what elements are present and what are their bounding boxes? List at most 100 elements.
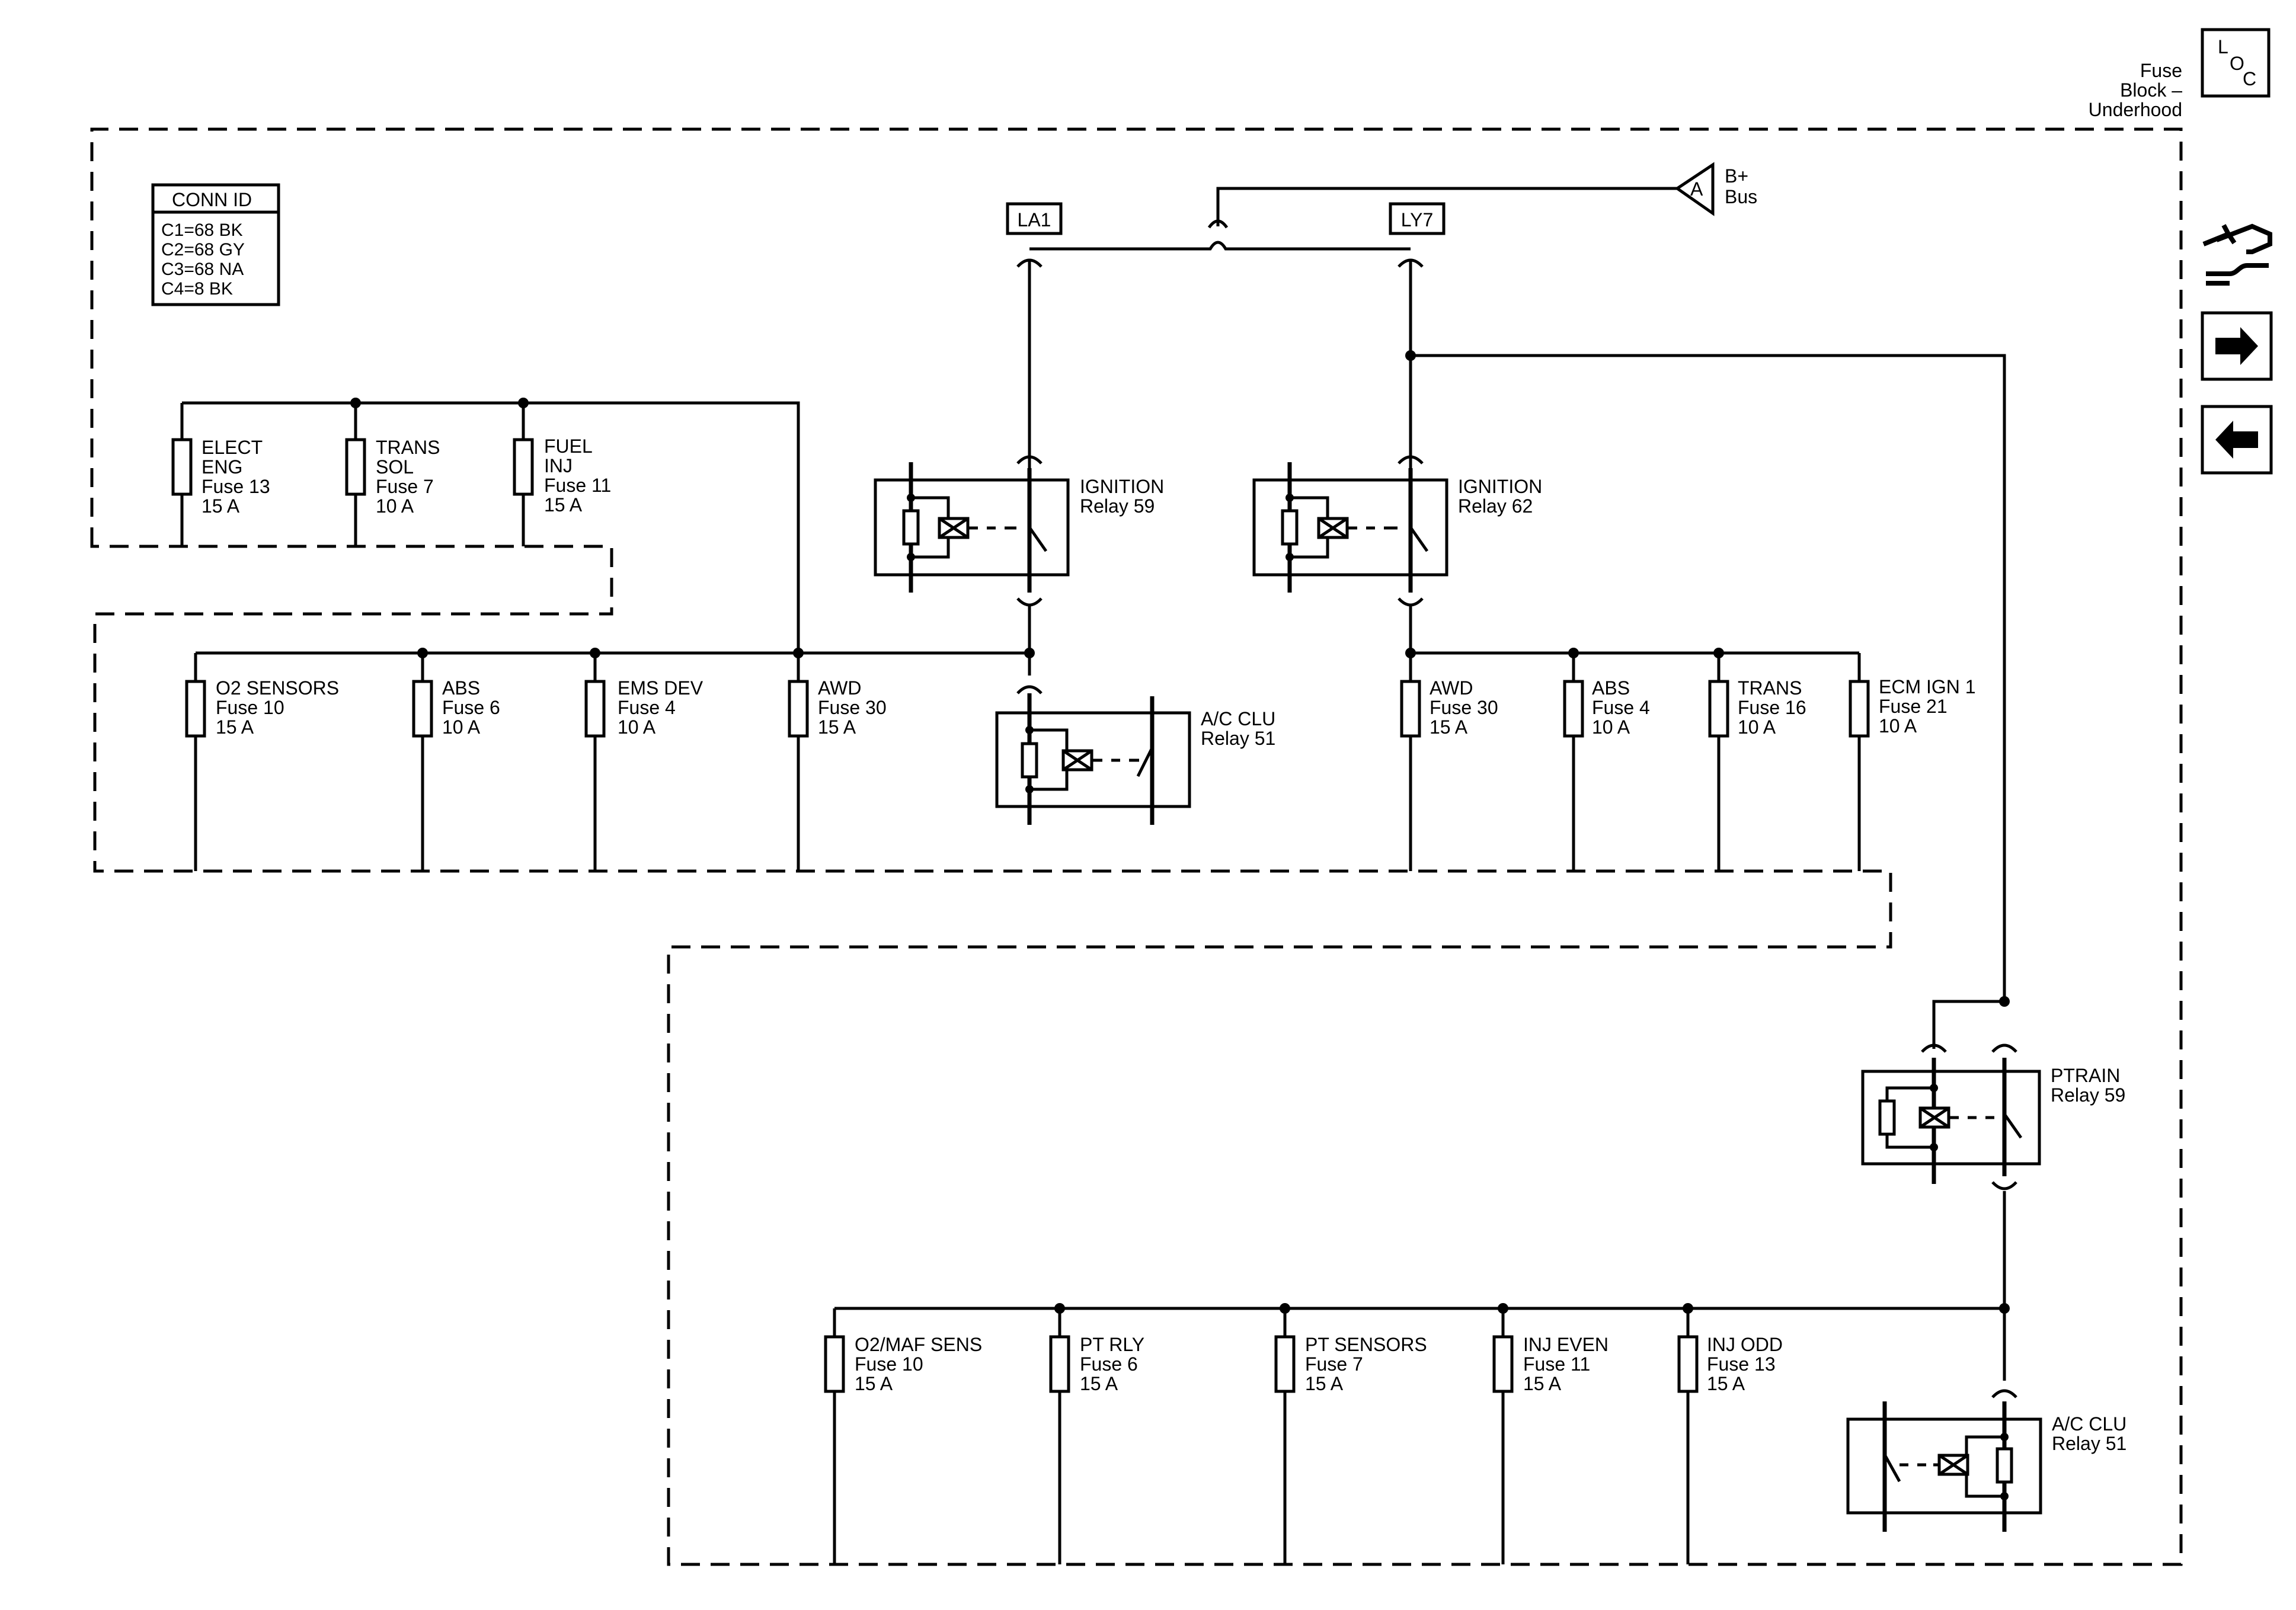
fuse-label: 15 A [202,495,240,517]
relay-label: Relay 59 [1080,495,1155,517]
fuse-label: Fuse 6 [1080,1353,1138,1375]
fuse-label: ABS [442,677,480,699]
relay-label: Relay 62 [1458,495,1533,517]
fuse-label: AWD [1430,677,1473,699]
fuse-label: Fuse 11 [544,475,611,496]
fuse-o2-maf-sens: O2/MAF SENS Fuse 10 15 A [824,1308,982,1564]
fuse-inj-odd: INJ ODD Fuse 13 15 A [1677,1308,1783,1564]
fuse-label: Fuse 7 [376,476,434,497]
conn-id-row: C3=68 NA [161,260,244,279]
loc-icon[interactable]: L O C [2201,28,2271,98]
loc-icon-letter-c: C [2243,68,2256,89]
relay-label: A/C CLU [2052,1413,2126,1435]
fuse-label: ENG [202,456,242,478]
fuse-label: 15 A [855,1373,893,1394]
b-plus-bus: A B+ Bus [1674,162,1757,216]
bus-connector-letter: A [1690,178,1703,200]
fuse-label: PT RLY [1080,1334,1144,1355]
loc-icon-letter-o: O [2230,53,2244,74]
fuse-label: 10 A [1592,716,1630,738]
conn-id-row: C1=68 BK [161,220,243,240]
fuse-label: Fuse 10 [855,1353,923,1375]
relay-label: A/C CLU [1201,708,1275,729]
wiring-harness-icon[interactable] [2202,223,2272,286]
relay-label: IGNITION [1080,476,1164,497]
fuse-label: TRANS [376,437,440,458]
relay-label: Relay 51 [1201,728,1275,749]
relay-ignition-59: IGNITION Relay 59 [874,455,1164,607]
fuse-label: Fuse 6 [442,697,500,718]
fuse-label: 15 A [818,716,856,738]
location-label: Fuse Block – Underhood [2089,60,2183,120]
loc-icon-letter-l: L [2218,36,2228,57]
fuse-label: ECM IGN 1 [1879,676,1976,697]
fuse-label: INJ EVEN [1523,1334,1609,1355]
fuse-label: ABS [1592,677,1630,699]
location-label-line-2: Block – [2120,79,2182,101]
relay-label: IGNITION [1458,476,1542,497]
fuse-label: Fuse 11 [1523,1353,1590,1375]
fuse-label: Fuse 21 [1879,696,1948,717]
fuse-label: O2/MAF SENS [855,1334,982,1355]
fuse-label: Fuse 4 [618,697,676,718]
fuse-label: 15 A [216,716,254,738]
fuse-label: 15 A [1430,716,1468,738]
fuse-label: 15 A [1523,1373,1562,1394]
fuse-label: Fuse 10 [216,697,284,718]
fuse-label: 15 A [1080,1373,1118,1394]
fuse-awd-left: AWD Fuse 30 15 A [788,677,887,738]
fuse-label: Fuse 30 [818,697,887,718]
fuse-elect-eng: ELECT ENG Fuse 13 15 A [171,403,270,546]
fuse-label: Fuse 7 [1305,1353,1363,1375]
option-la1: LA1 [1006,202,1063,235]
fuse-abs-6: ABS Fuse 6 10 A [412,653,500,871]
relay-ac-clu-51-top: A/C CLU Relay 51 [995,685,1275,825]
fuse-label: 10 A [618,716,656,738]
fuse-fuel-inj: FUEL INJ Fuse 11 15 A [513,403,611,546]
bus-label-line-2: Bus [1725,186,1757,207]
fuse-abs-4: ABS Fuse 4 10 A [1563,653,1650,871]
conn-id-table: CONN ID C1=68 BK C2=68 GY C3=68 NA C4=8 … [151,183,280,306]
fuse-label: Fuse 13 [1707,1353,1776,1375]
fuse-label: Fuse 30 [1430,697,1498,718]
relay-ptrain-59: PTRAIN Relay 59 [1861,996,2125,1190]
fuse-label: EMS DEV [618,677,703,699]
fuse-pt-rly: PT RLY Fuse 6 15 A [1049,1308,1144,1564]
fuse-label: TRANS [1738,677,1802,699]
fuse-label: ELECT [202,437,263,458]
fuse-trans-16: TRANS Fuse 16 10 A [1708,653,1806,871]
fuse-label: 10 A [376,495,414,517]
arrow-right-icon[interactable] [2201,311,2273,381]
location-label-line-3: Underhood [2089,99,2182,120]
option-ly7-label: LY7 [1401,209,1434,231]
fuse-label: 10 A [1879,715,1917,737]
fuse-label: 15 A [1305,1373,1344,1394]
fuse-label: Fuse 13 [202,476,270,497]
fuse-awd-right: AWD Fuse 30 15 A [1400,653,1498,871]
option-ly7: LY7 [1389,202,1446,235]
fuse-label: PT SENSORS [1305,1334,1427,1355]
conn-id-title: CONN ID [172,189,252,210]
relay-label: Relay 59 [2051,1084,2125,1106]
location-label-line-1: Fuse [2140,60,2182,81]
relay-label: Relay 51 [2052,1433,2126,1454]
fuse-inj-even: INJ EVEN Fuse 11 15 A [1492,1308,1609,1564]
relay-ac-clu-51-bottom: A/C CLU Relay 51 [1846,1389,2126,1532]
option-la1-label: LA1 [1018,209,1051,231]
fuse-label: 10 A [442,716,481,738]
fuse-label: Fuse 16 [1738,697,1806,718]
fuse-label: 10 A [1738,716,1776,738]
fuse-label: AWD [818,677,861,699]
fuse-label: Fuse 4 [1592,697,1650,718]
fuse-pt-sensors: PT SENSORS Fuse 7 15 A [1274,1308,1427,1564]
fuse-label: INJ ODD [1707,1334,1783,1355]
conn-id-row: C2=68 GY [161,240,245,260]
relay-ignition-62: IGNITION Relay 62 [1252,455,1542,607]
fuse-ems-dev: EMS DEV Fuse 4 10 A [584,653,703,871]
fuse-label: INJ [544,455,573,476]
fuse-block-boundary [90,127,2183,1566]
fuse-ecm-ign-1: ECM IGN 1 Fuse 21 10 A [1849,653,1976,871]
relay-label: PTRAIN [2051,1065,2120,1086]
arrow-left-icon[interactable] [2201,405,2273,475]
fuse-label: FUEL [544,436,593,457]
